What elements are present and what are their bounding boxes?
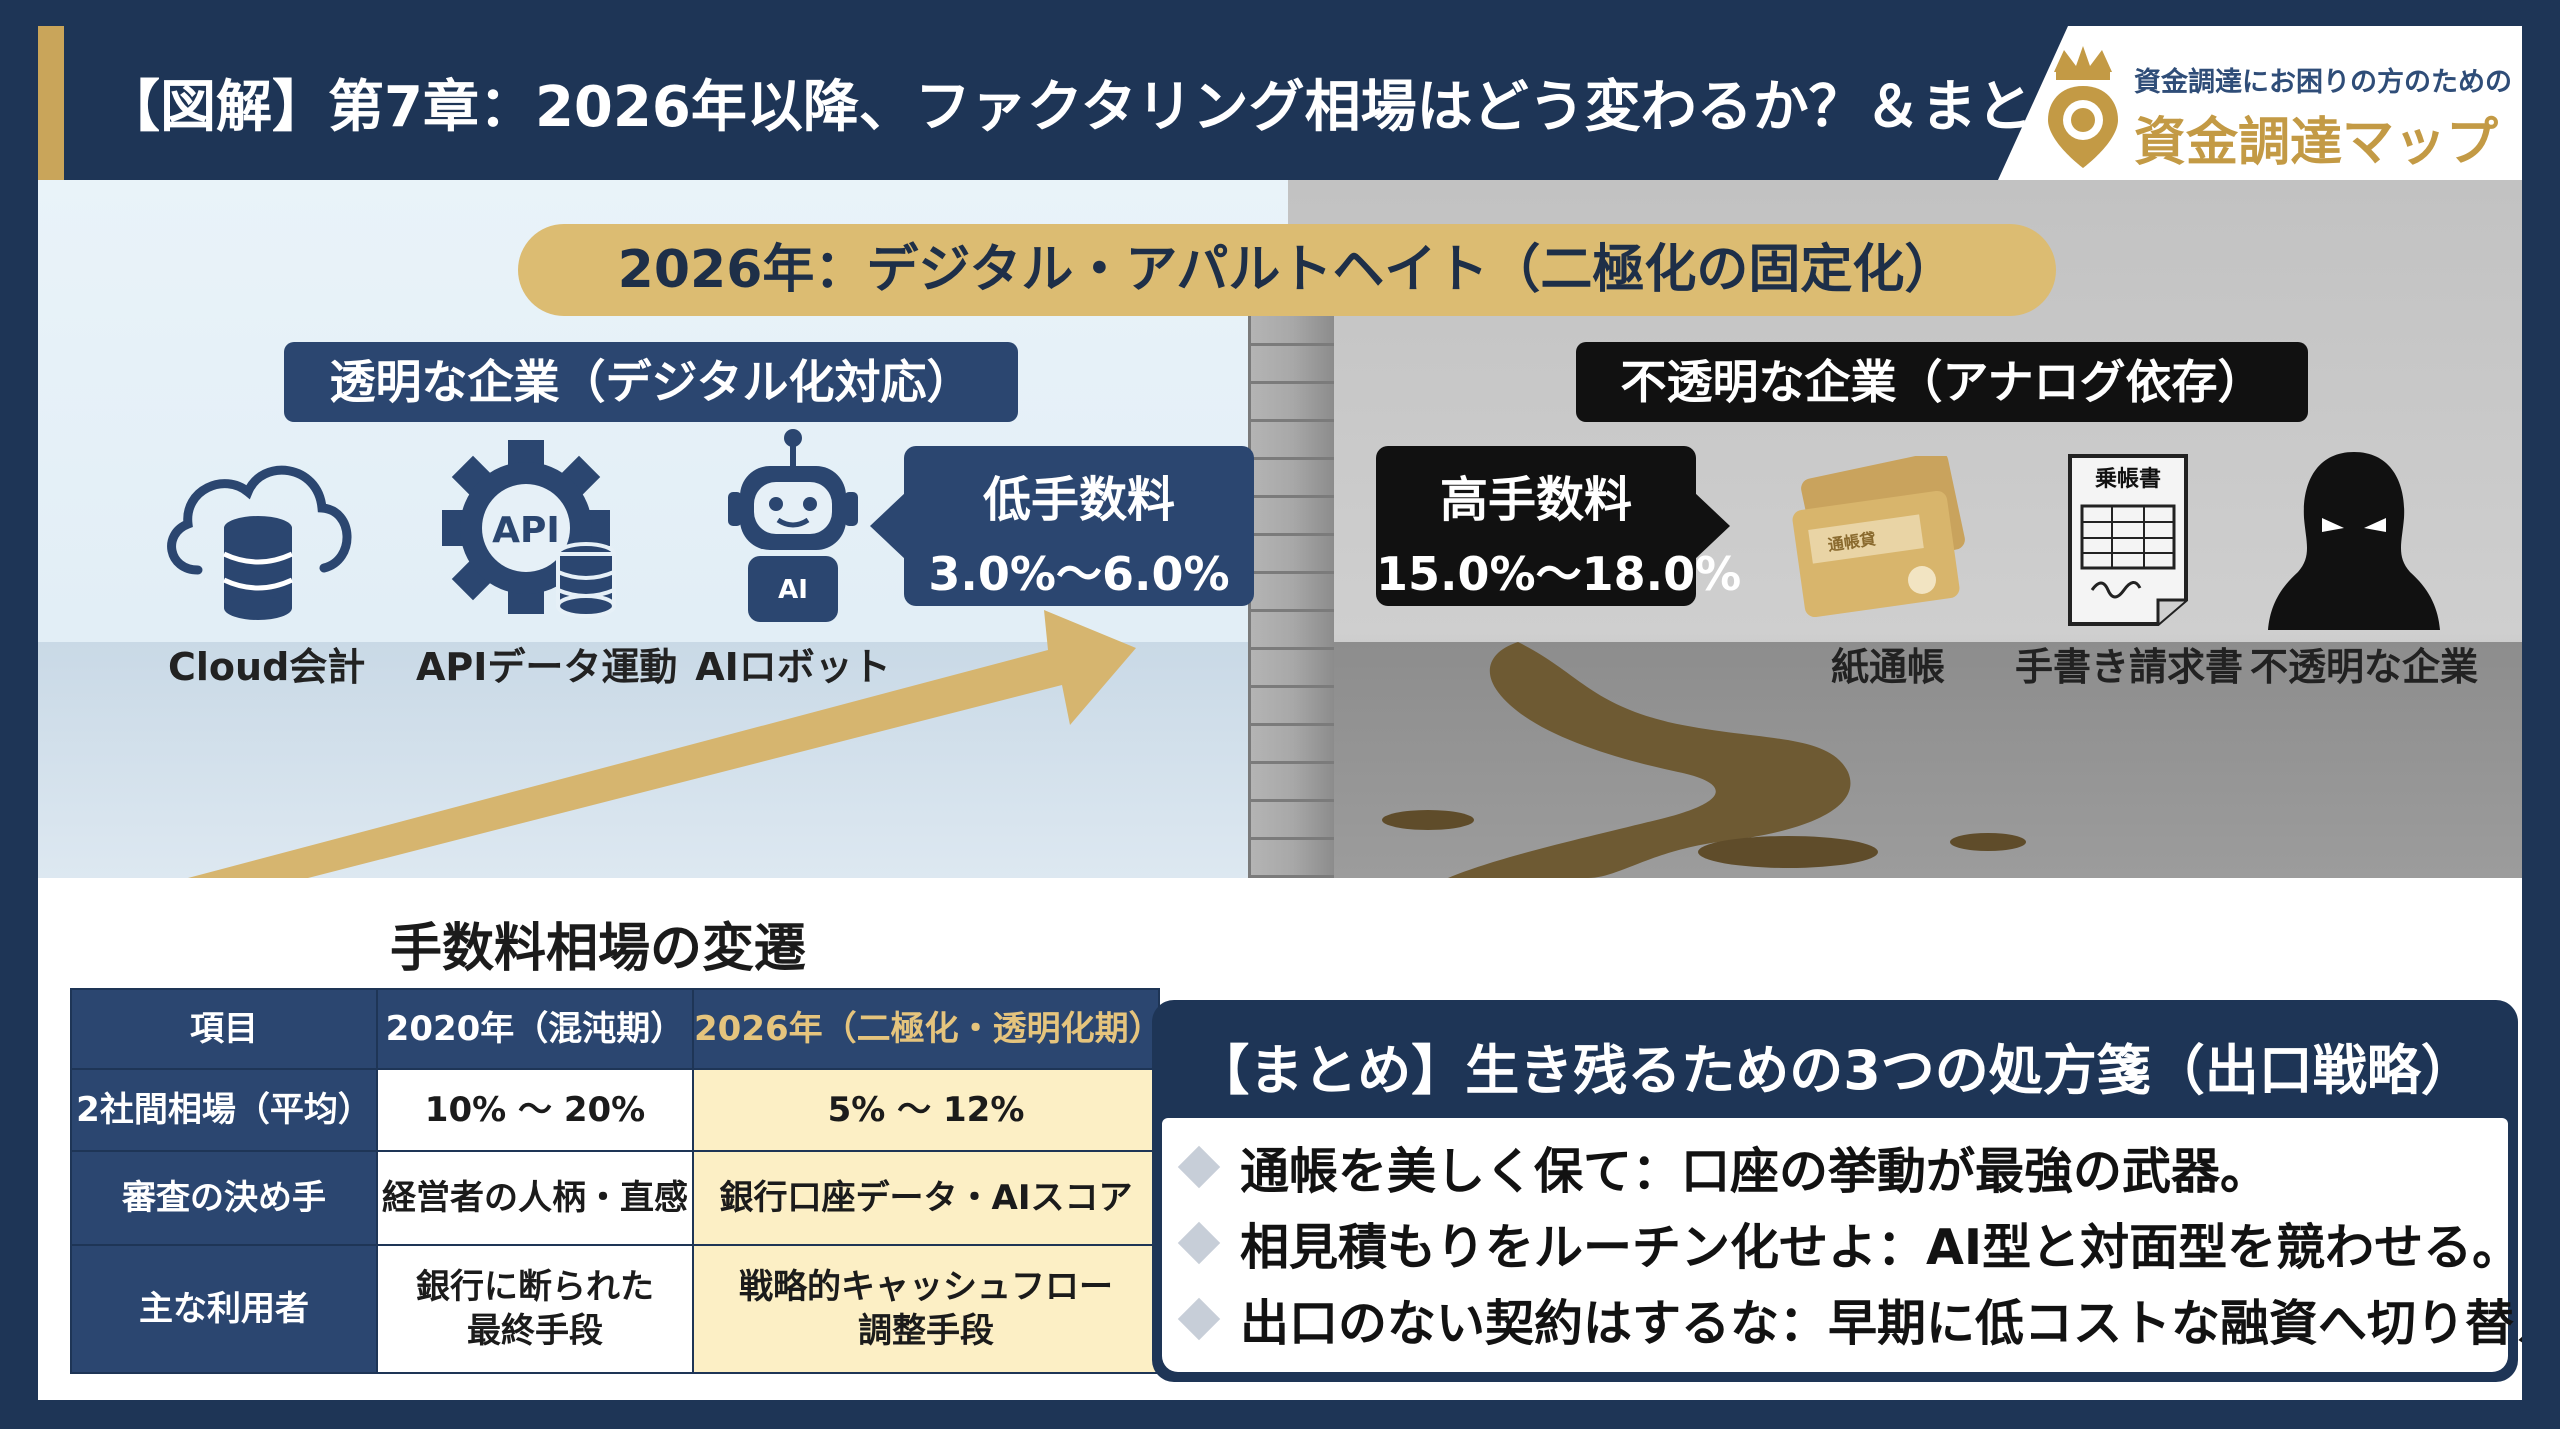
opaque-company-label: 不透明な企業（アナログ依存）	[1576, 342, 2308, 422]
infographic-frame: 【図解】第7章：2026年以降、ファクタリング相場はどう変わるか？＆まとめ 資金…	[38, 26, 2522, 1400]
cell-2020: 銀行に断られた 最終手段	[376, 1244, 694, 1374]
summary-item-text: 相見積もりをルーチン化せよ：AI型と対面型を競わせる。	[1240, 1218, 2522, 1276]
header-2026: 2026年（二極化・透明化期）	[692, 988, 1163, 1070]
cloud-accounting-label: Cloud会計	[168, 645, 366, 689]
ai-icon-text: AI	[778, 575, 808, 605]
logo-tagline: 資金調達にお困りの方のための	[2134, 67, 2512, 98]
high-fee-pointer	[1694, 492, 1730, 560]
high-fee-title: 高手数料	[1439, 472, 1632, 528]
high-fee-callout: 高手数料 15.0%〜18.0%	[1376, 446, 1742, 606]
page-title: 【図解】第7章：2026年以降、ファクタリング相場はどう変わるか？＆まとめ	[104, 75, 2089, 140]
crown-pin-logo-icon	[2048, 46, 2118, 168]
summary-item-text: 出口のない契約はするな：早期に低コストな融資へ切り替えよ。	[1240, 1294, 2522, 1352]
diamond-bullet-icon	[1177, 1145, 1221, 1189]
cloud-database-icon	[167, 465, 352, 620]
diamond-bullet-icon	[1177, 1297, 1221, 1341]
opaque-company-icon-label: 不透明な企業	[2249, 645, 2478, 689]
cell-2020: 経営者の人柄・直感	[376, 1150, 694, 1246]
table-header-row: 項目 2020年（混沌期） 2026年（二極化・透明化期）	[70, 988, 1163, 1070]
table-row: 2社間相場（平均） 10% ～ 20% 5% ～ 12%	[70, 1068, 1160, 1152]
table-title: 手数料相場の変遷	[390, 919, 807, 979]
api-data-label: APIデータ運動	[416, 645, 678, 689]
row-label: 2社間相場（平均）	[70, 1068, 378, 1152]
cell-2026: 5% ～ 12%	[692, 1068, 1160, 1152]
row-label: 主な利用者	[70, 1244, 378, 1374]
fee-trend-table: 項目 2020年（混沌期） 2026年（二極化・透明化期） 2社間相場（平均） …	[70, 988, 1163, 1374]
cell-2020-line2: 最終手段	[467, 1311, 603, 1351]
low-fee-title: 低手数料	[982, 472, 1175, 528]
high-fee-range: 15.0%〜18.0%	[1376, 547, 1742, 601]
summary-item: 出口のない契約はするな：早期に低コストな融資へ切り替えよ。	[1177, 1284, 2522, 1354]
api-gear-icon: API	[442, 440, 616, 618]
cell-2020-line1: 銀行に断られた	[416, 1266, 654, 1307]
invoice-icon-text: 乗帳書	[2095, 466, 2161, 492]
summary-panel: 【まとめ】生き残るための3つの処方箋（出口戦略） 通帳を美しく保て：口座の挙動が…	[1152, 1000, 2522, 1382]
table-row: 審査の決め手 経営者の人柄・直感 銀行口座データ・AIスコア	[70, 1150, 1160, 1246]
low-fee-pointer	[870, 492, 906, 560]
passbook-icon: 通帳貸	[1792, 456, 1965, 618]
comparison-scene: 2026年：デジタル・アパルトヘイト（二極化の固定化） 透明な企業（デジタル化対…	[38, 180, 2522, 878]
table-row: 主な利用者 銀行に断られた 最終手段 戦略的キャッシュフロー 調整手段	[70, 1244, 1160, 1374]
logo-name: 資金調達マップ	[2134, 113, 2499, 173]
header-accent-stripe	[38, 26, 64, 180]
paper-passbook-label: 紙通帳	[1830, 645, 1945, 689]
low-fee-range: 3.0%〜6.0%	[928, 547, 1230, 601]
cell-2026: 戦略的キャッシュフロー 調整手段	[692, 1244, 1160, 1374]
summary-item-text: 通帳を美しく保て：口座の挙動が最強の武器。	[1240, 1142, 2270, 1200]
hooded-figure-icon	[2268, 452, 2440, 630]
handwritten-invoice-icon: 乗帳書	[2068, 454, 2188, 626]
summary-item: 相見積もりをルーチン化せよ：AI型と対面型を競わせる。	[1177, 1208, 2522, 1278]
cell-2026: 銀行口座データ・AIスコア	[692, 1150, 1160, 1246]
header-2020: 2020年（混沌期）	[376, 988, 694, 1070]
row-label: 審査の決め手	[70, 1150, 378, 1246]
robot-icon: AI	[728, 429, 858, 622]
diamond-bullet-icon	[1177, 1221, 1221, 1265]
summary-title: 【まとめ】生き残るための3つの処方箋（出口戦略）	[1195, 1039, 2475, 1102]
transparent-company-label: 透明な企業（デジタル化対応）	[284, 342, 1018, 422]
ai-robot-label: AIロボット	[695, 645, 891, 689]
handwritten-invoice-label: 手書き請求書	[2014, 645, 2243, 689]
year-banner: 2026年：デジタル・アパルトヘイト（二極化の固定化）	[518, 224, 2056, 316]
api-icon-text: API	[492, 510, 560, 551]
cell-2026-line1: 戦略的キャッシュフロー	[739, 1266, 1113, 1307]
summary-item: 通帳を美しく保て：口座の挙動が最強の武器。	[1177, 1132, 2270, 1202]
mud-puddle-icon	[1382, 642, 2026, 878]
brick-wall-divider	[1248, 310, 1334, 878]
low-fee-callout: 低手数料 3.0%〜6.0%	[870, 446, 1254, 606]
header-item: 項目	[70, 988, 378, 1070]
summary-list: 通帳を美しく保て：口座の挙動が最強の武器。 相見積もりをルーチン化せよ：AI型と…	[1162, 1118, 2522, 1372]
cell-2020: 10% ～ 20%	[376, 1068, 694, 1152]
cell-2026-line2: 調整手段	[858, 1311, 994, 1351]
